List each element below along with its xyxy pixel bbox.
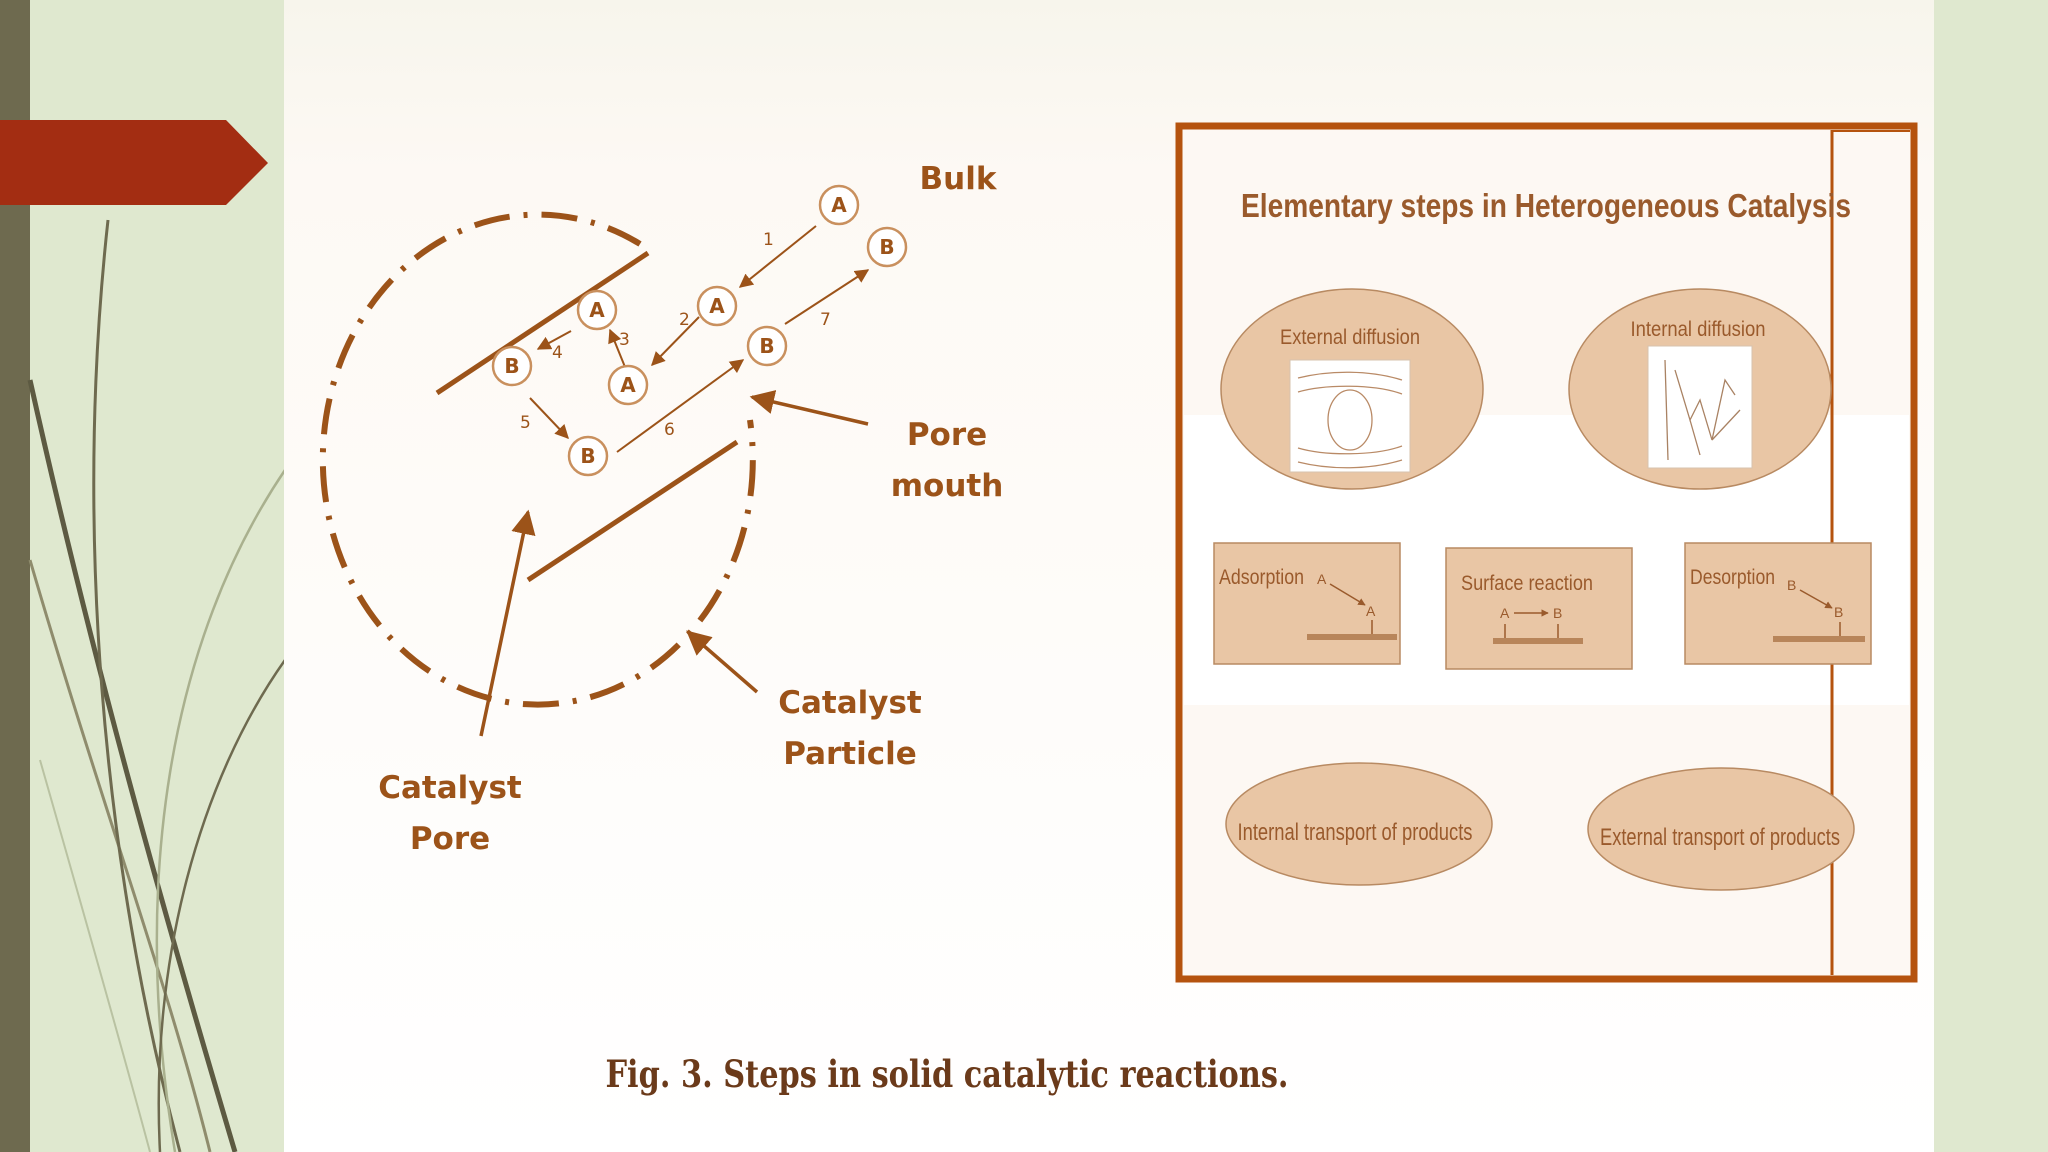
species-node: B — [491, 345, 533, 387]
step-arrow-2 — [651, 316, 700, 367]
adsorption-arrow — [1329, 583, 1366, 606]
step-arrow-7 — [784, 269, 870, 325]
catalyst-pore-pointer — [479, 509, 536, 737]
surface-reaction-a-label: A — [1500, 605, 1510, 621]
bulk-label: Bulk — [920, 161, 998, 197]
step-arrow-5 — [529, 397, 569, 440]
pore-wall-upper — [435, 250, 650, 396]
desorption-b-label: B — [1787, 577, 1796, 593]
species-node: B — [866, 226, 908, 268]
svg-text:A: A — [831, 193, 847, 217]
internal-diffusion-label: Internal diffusion — [1631, 318, 1766, 341]
svg-text:A: A — [709, 294, 725, 318]
pore-network-graphic — [1664, 359, 1741, 461]
step-number: 7 — [820, 310, 831, 330]
step-number: 5 — [520, 413, 531, 433]
desorption-node — [1684, 542, 1872, 665]
internal-transport-label: Internal transport of products — [1238, 819, 1473, 846]
species-node: A — [576, 289, 618, 331]
pore-mouth-label: Pore — [907, 417, 987, 453]
pore-wall-lower — [526, 439, 739, 583]
desorption-arrow — [1799, 589, 1833, 609]
adsorption-a-label: A — [1317, 571, 1327, 587]
figure-caption: Fig. 3. Steps in solid catalytic reactio… — [606, 1052, 1289, 1096]
title-arrow-banner — [0, 120, 268, 205]
svg-text:B: B — [879, 235, 894, 259]
panel-title: Elementary steps in Heterogeneous Cataly… — [1241, 187, 1851, 224]
catalyst-pore-label: Pore — [410, 821, 490, 857]
step-arrow-1 — [738, 225, 817, 288]
adsorption-a-label: A — [1366, 603, 1376, 619]
external-transport-node — [1587, 767, 1855, 891]
external-transport-label: External transport of products — [1600, 824, 1840, 851]
internal-transport-node — [1225, 762, 1493, 886]
catalyst-particle-label: Particle — [783, 736, 917, 772]
catalyst-particle-pointer — [686, 630, 759, 694]
svg-text:B: B — [759, 334, 774, 358]
species-node: B — [746, 325, 788, 367]
pore-mouth-label: mouth — [891, 468, 1004, 504]
adsorption-node — [1213, 542, 1401, 665]
step-number: 4 — [552, 343, 563, 363]
step-number: 1 — [763, 230, 774, 250]
desorption-surface — [1773, 636, 1865, 642]
catalyst-pore-label: Catalyst — [378, 770, 522, 806]
step-number: 6 — [664, 420, 675, 440]
step-arrow-4 — [536, 330, 572, 350]
external-diffusion-label: External diffusion — [1280, 326, 1420, 349]
species-node: A — [818, 184, 860, 226]
pore-mouth-pointer — [749, 390, 869, 426]
decorative-curves — [27, 219, 287, 1152]
desorption-b-label: B — [1834, 604, 1843, 620]
catalyst-particle-label: Catalyst — [778, 685, 922, 721]
svg-text:B: B — [580, 444, 595, 468]
species-node: A — [696, 285, 738, 327]
elementary-steps-panel: Elementary steps in Heterogeneous Cataly… — [1175, 122, 1918, 983]
step-arrow-3 — [608, 328, 626, 368]
catalyst-particle-outline — [319, 211, 756, 708]
step-arrow-6 — [616, 359, 745, 453]
species-node: A — [607, 364, 649, 406]
svg-text:A: A — [589, 298, 605, 322]
step-number: 2 — [679, 310, 690, 330]
adsorption-surface — [1307, 634, 1397, 640]
desorption-label: Desorption — [1690, 566, 1775, 589]
catalyst-particle-diagram: A B A A A B B B B 1 2 3 4 5 6 7 Bulk Por… — [319, 161, 1004, 857]
surface-reaction-node — [1445, 547, 1633, 670]
adsorption-label: Adsorption — [1219, 566, 1304, 589]
svg-text:B: B — [504, 354, 519, 378]
surface-reaction-b-label: B — [1553, 605, 1562, 621]
flow-lines-graphic — [1297, 371, 1403, 469]
surface-reaction-label: Surface reaction — [1461, 572, 1593, 595]
step-number: 3 — [619, 330, 630, 350]
species-node: B — [567, 435, 609, 477]
surface-reaction-surface — [1493, 638, 1583, 644]
svg-text:A: A — [620, 373, 636, 397]
internal-diffusion-image — [1647, 345, 1753, 469]
